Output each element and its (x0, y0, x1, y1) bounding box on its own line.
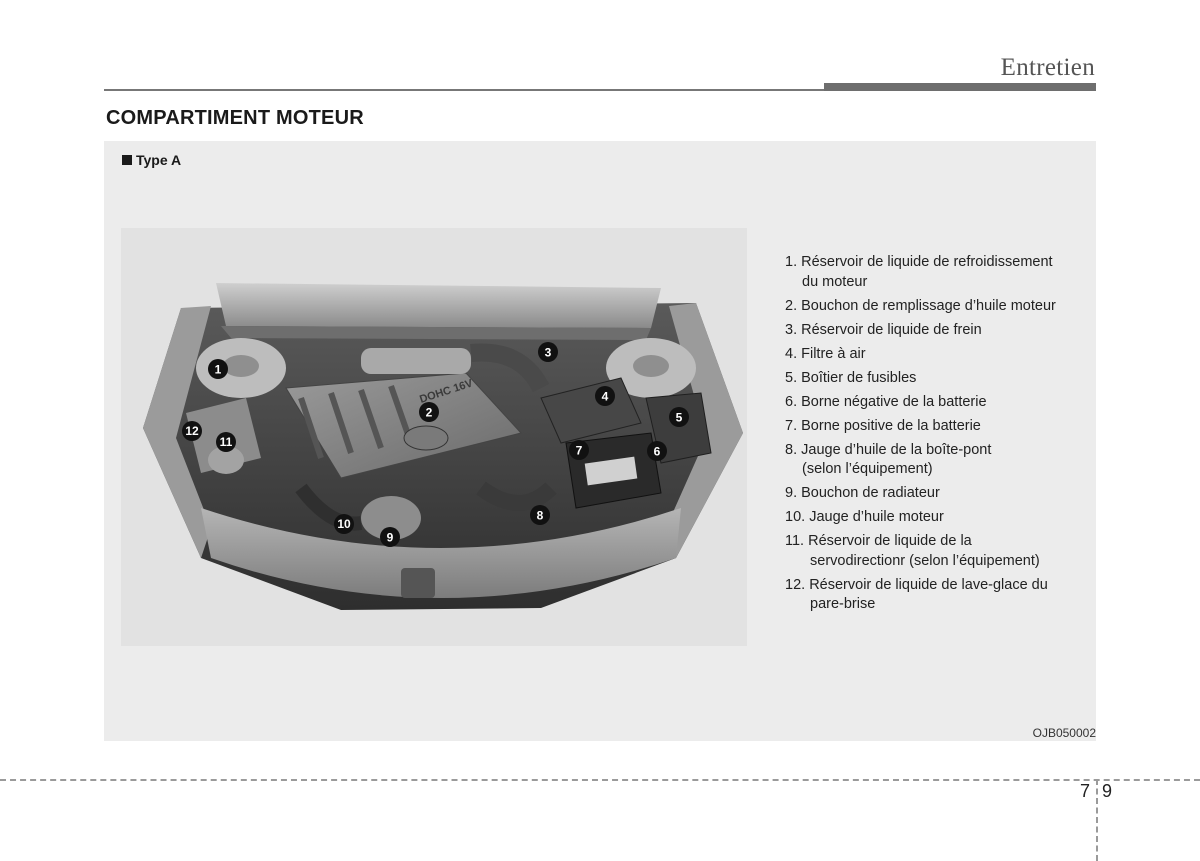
callout-6: 6 (647, 441, 667, 461)
callout-5: 5 (669, 407, 689, 427)
section-title: Entretien (1000, 54, 1095, 81)
legend-item-9: 9. Bouchon de radiateur (785, 485, 940, 501)
radiator-cap-area (361, 496, 421, 540)
legend-item-4: 4. Filtre à air (785, 345, 866, 362)
svg-text:3: 3 (545, 346, 552, 360)
front-bumper (201, 508, 681, 598)
svg-text:2: 2 (426, 406, 433, 420)
callout-11: 11 (216, 432, 236, 452)
svg-text:12: 12 (185, 424, 199, 438)
callout-3: 3 (538, 342, 558, 362)
svg-text:6: 6 (654, 445, 661, 459)
legend-item-3: 3. Réservoir de liquide de frein (785, 321, 982, 338)
callout-2: 2 (419, 402, 439, 422)
legend-item-12: 12. Réservoir de liquide de lave-glace d… (785, 576, 1048, 613)
callout-7: 7 (569, 440, 589, 460)
oil-filler-cap (403, 425, 449, 451)
legend-item-2: 2. Bouchon de remplissage d’huile moteur (785, 297, 1056, 314)
callout-8: 8 (530, 505, 550, 525)
chapter-number: 7 (1080, 781, 1091, 801)
svg-text:9: 9 (387, 531, 394, 545)
svg-text:4: 4 (602, 390, 609, 404)
svg-text:10: 10 (337, 517, 351, 531)
legend-item-1: 1. Réservoir de liquide de refroidisseme… (785, 254, 1053, 290)
hood-latch (401, 568, 435, 598)
callout-4: 4 (595, 386, 615, 406)
intake-tube (361, 348, 471, 374)
engine-photo: DOHC 16V 1 2 3 4 5 (121, 228, 747, 646)
type-label-text: Type A (136, 152, 182, 168)
footer-dashed-line (0, 779, 1200, 781)
air-filter-box (540, 377, 642, 444)
legend-item-5: 5. Boîtier de fusibles (785, 369, 917, 386)
callout-10: 10 (334, 514, 354, 534)
legend-item-8: 8. Jauge d’huile de la boîte-pont(selon … (785, 441, 992, 478)
footer-dashed-divider (1096, 779, 1098, 861)
svg-text:1: 1 (215, 363, 222, 377)
legend-item-10: 10. Jauge d’huile moteur (785, 509, 944, 525)
type-label: Type A (122, 152, 181, 168)
left-fender (143, 306, 211, 558)
svg-text:8: 8 (537, 509, 544, 523)
svg-text:5: 5 (676, 411, 683, 425)
square-bullet-icon (122, 155, 132, 165)
callout-1: 1 (208, 359, 228, 379)
callout-12: 12 (182, 421, 202, 441)
legend-item-6: 6. Borne négative de la batterie (785, 393, 987, 410)
svg-text:11: 11 (220, 435, 233, 449)
page-heading: COMPARTIMENT MOTEUR (106, 107, 364, 129)
hood-lip (216, 283, 661, 328)
header-rule-thick (824, 83, 1096, 91)
svg-text:7: 7 (576, 444, 583, 458)
parts-legend: 1. Réservoir de liquide de refroidisseme… (785, 253, 1085, 619)
figure-code: OJB050002 (1032, 726, 1096, 740)
header-rule-thin (104, 89, 824, 91)
page-number: 9 (1102, 781, 1113, 801)
callout-9: 9 (380, 527, 400, 547)
legend-item-7: 7. Borne positive de la batterie (785, 417, 981, 434)
